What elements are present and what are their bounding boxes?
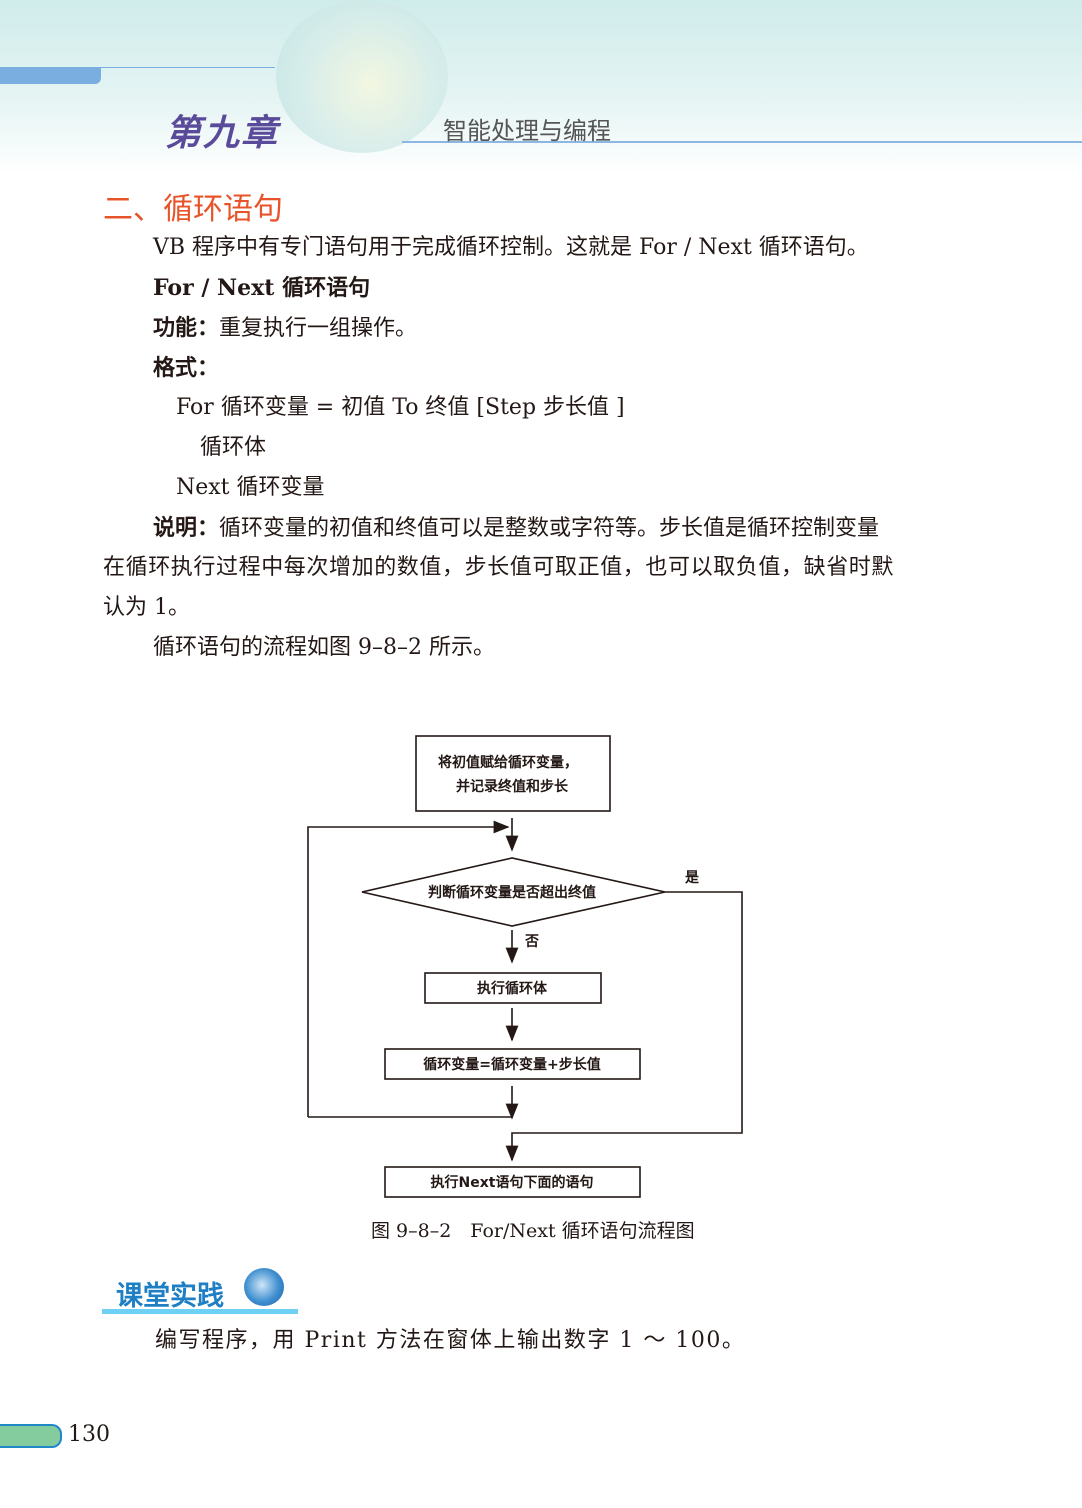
syntax-line: Next 循环变量 — [176, 475, 325, 500]
page-number-tab — [0, 1424, 62, 1448]
syntax-line: 循环体 — [200, 435, 267, 460]
init-box — [415, 735, 611, 812]
practice-underline — [102, 1309, 298, 1314]
exit-text: 执行Next语句下面的语句 — [431, 1174, 594, 1191]
chapter-subject: 智能处理与编程 — [443, 117, 611, 145]
chapter-label: 第九章 — [165, 112, 280, 154]
body-box — [424, 972, 602, 1004]
statement-title: For / Next 循环语句 — [153, 275, 371, 301]
header-rule — [0, 67, 275, 68]
figure-caption: 图 9–8–2 For/Next 循环语句流程图 — [371, 1220, 695, 1242]
flow-reference: 循环语句的流程如图 9–8–2 所示。 — [153, 635, 495, 660]
header-rule-right — [402, 141, 1082, 143]
init-text: 并记录终值和步长 — [456, 778, 569, 795]
practice-task: 编写程序，用 Print 方法在窗体上输出数字 1 ～ 100。 — [155, 1328, 746, 1353]
header-tab — [0, 68, 101, 84]
function-text: 重复执行一组操作。 — [219, 316, 418, 341]
page-number: 130 — [68, 1422, 110, 1447]
globe-decoration — [276, 0, 448, 153]
format-label: 格式： — [153, 355, 220, 381]
init-text: 将初值赋给循环变量， — [438, 754, 578, 771]
syntax-line: For 循环变量 = 初值 To 终值 [Step 步长值 ] — [176, 395, 625, 420]
body-text: 执行循环体 — [477, 980, 548, 997]
step-text: 循环变量=循环变量+步长值 — [423, 1056, 600, 1073]
practice-title: 课堂实践 — [116, 1281, 224, 1312]
yes-label: 是 — [685, 870, 700, 886]
page-header-banner — [0, 0, 1082, 175]
function-line: 功能：重复执行一组操作。 — [153, 315, 417, 342]
note-text: 循环变量的初值和终值可以是整数或字符等。步长值是循环控制变量 — [219, 516, 880, 541]
step-box — [384, 1048, 641, 1080]
note-line: 说明：循环变量的初值和终值可以是整数或字符等。步长值是循环控制变量 — [153, 515, 879, 542]
function-label: 功能： — [153, 315, 220, 341]
condition-text: 判断循环变量是否超出终值 — [428, 884, 596, 901]
intro-paragraph: VB 程序中有专门语句用于完成循环控制。这就是 For / Next 循环语句。 — [153, 235, 869, 260]
note-line: 在循环执行过程中每次增加的数值，步长值可取正值，也可以取负值，缺省时默 — [103, 555, 895, 580]
note-line: 认为 1。 — [103, 595, 190, 620]
exit-box — [384, 1166, 641, 1198]
no-label: 否 — [524, 934, 539, 950]
globe-icon — [244, 1268, 284, 1306]
note-label: 说明： — [153, 515, 220, 541]
section-title: 二、循环语句 — [103, 192, 283, 227]
